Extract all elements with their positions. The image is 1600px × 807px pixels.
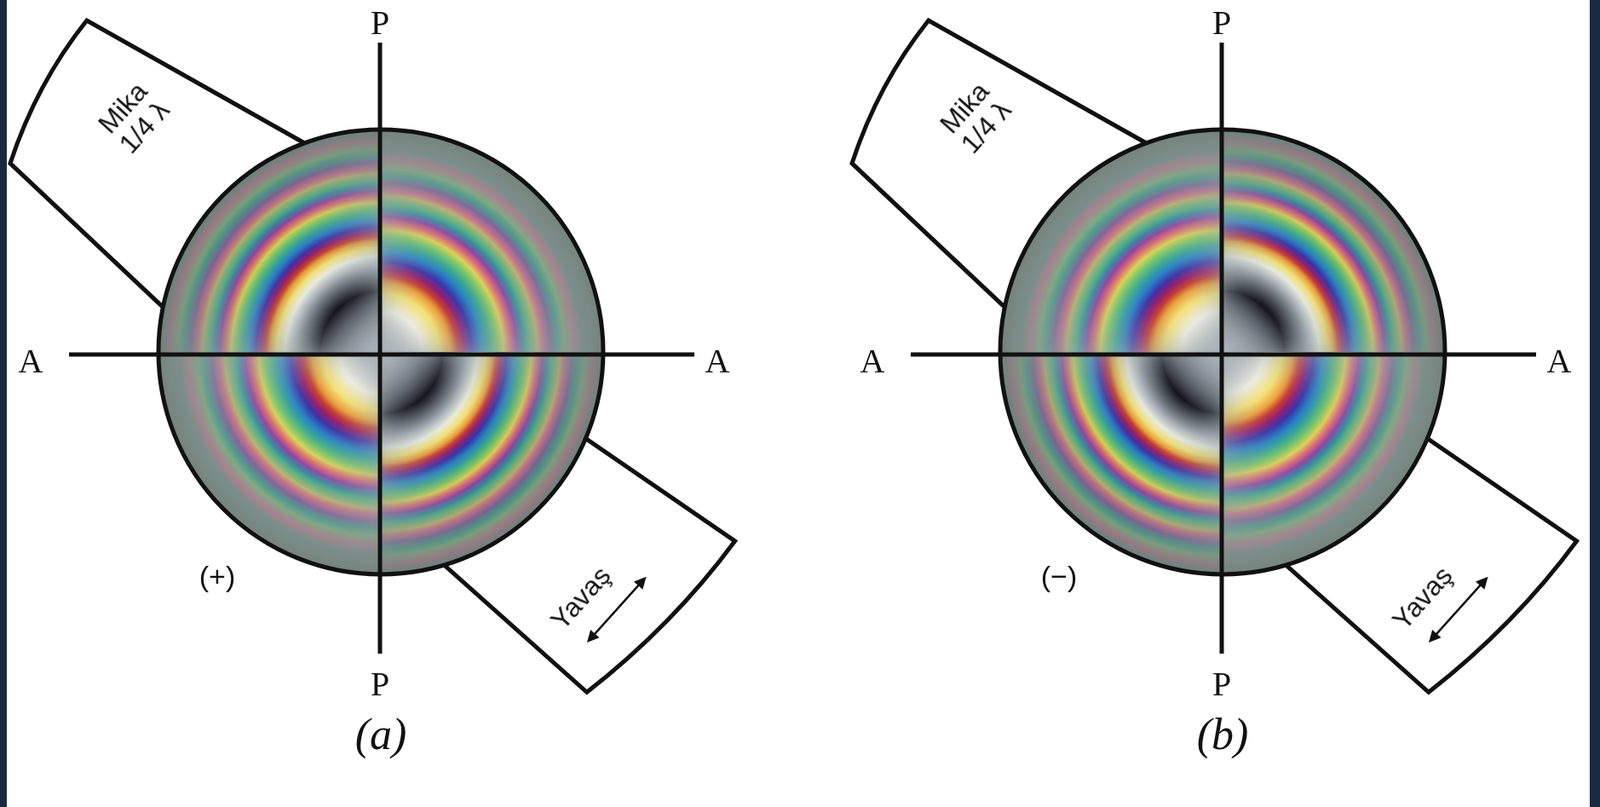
- analyzer-label: A: [860, 343, 886, 380]
- sign-label: (+): [199, 561, 236, 593]
- analyzer-label: A: [1547, 343, 1572, 380]
- figure-caption-letter: (b): [1197, 711, 1249, 759]
- analyzer-label: A: [705, 343, 731, 380]
- polarizer-label: P: [1212, 5, 1232, 41]
- analyzer-label: A: [18, 343, 44, 380]
- figure-caption-letter: (a): [355, 711, 408, 759]
- polarizer-label: P: [370, 5, 390, 41]
- polarizer-label: P: [370, 666, 390, 703]
- polarizer-label: P: [1212, 666, 1232, 703]
- sign-label: (−): [1041, 561, 1078, 593]
